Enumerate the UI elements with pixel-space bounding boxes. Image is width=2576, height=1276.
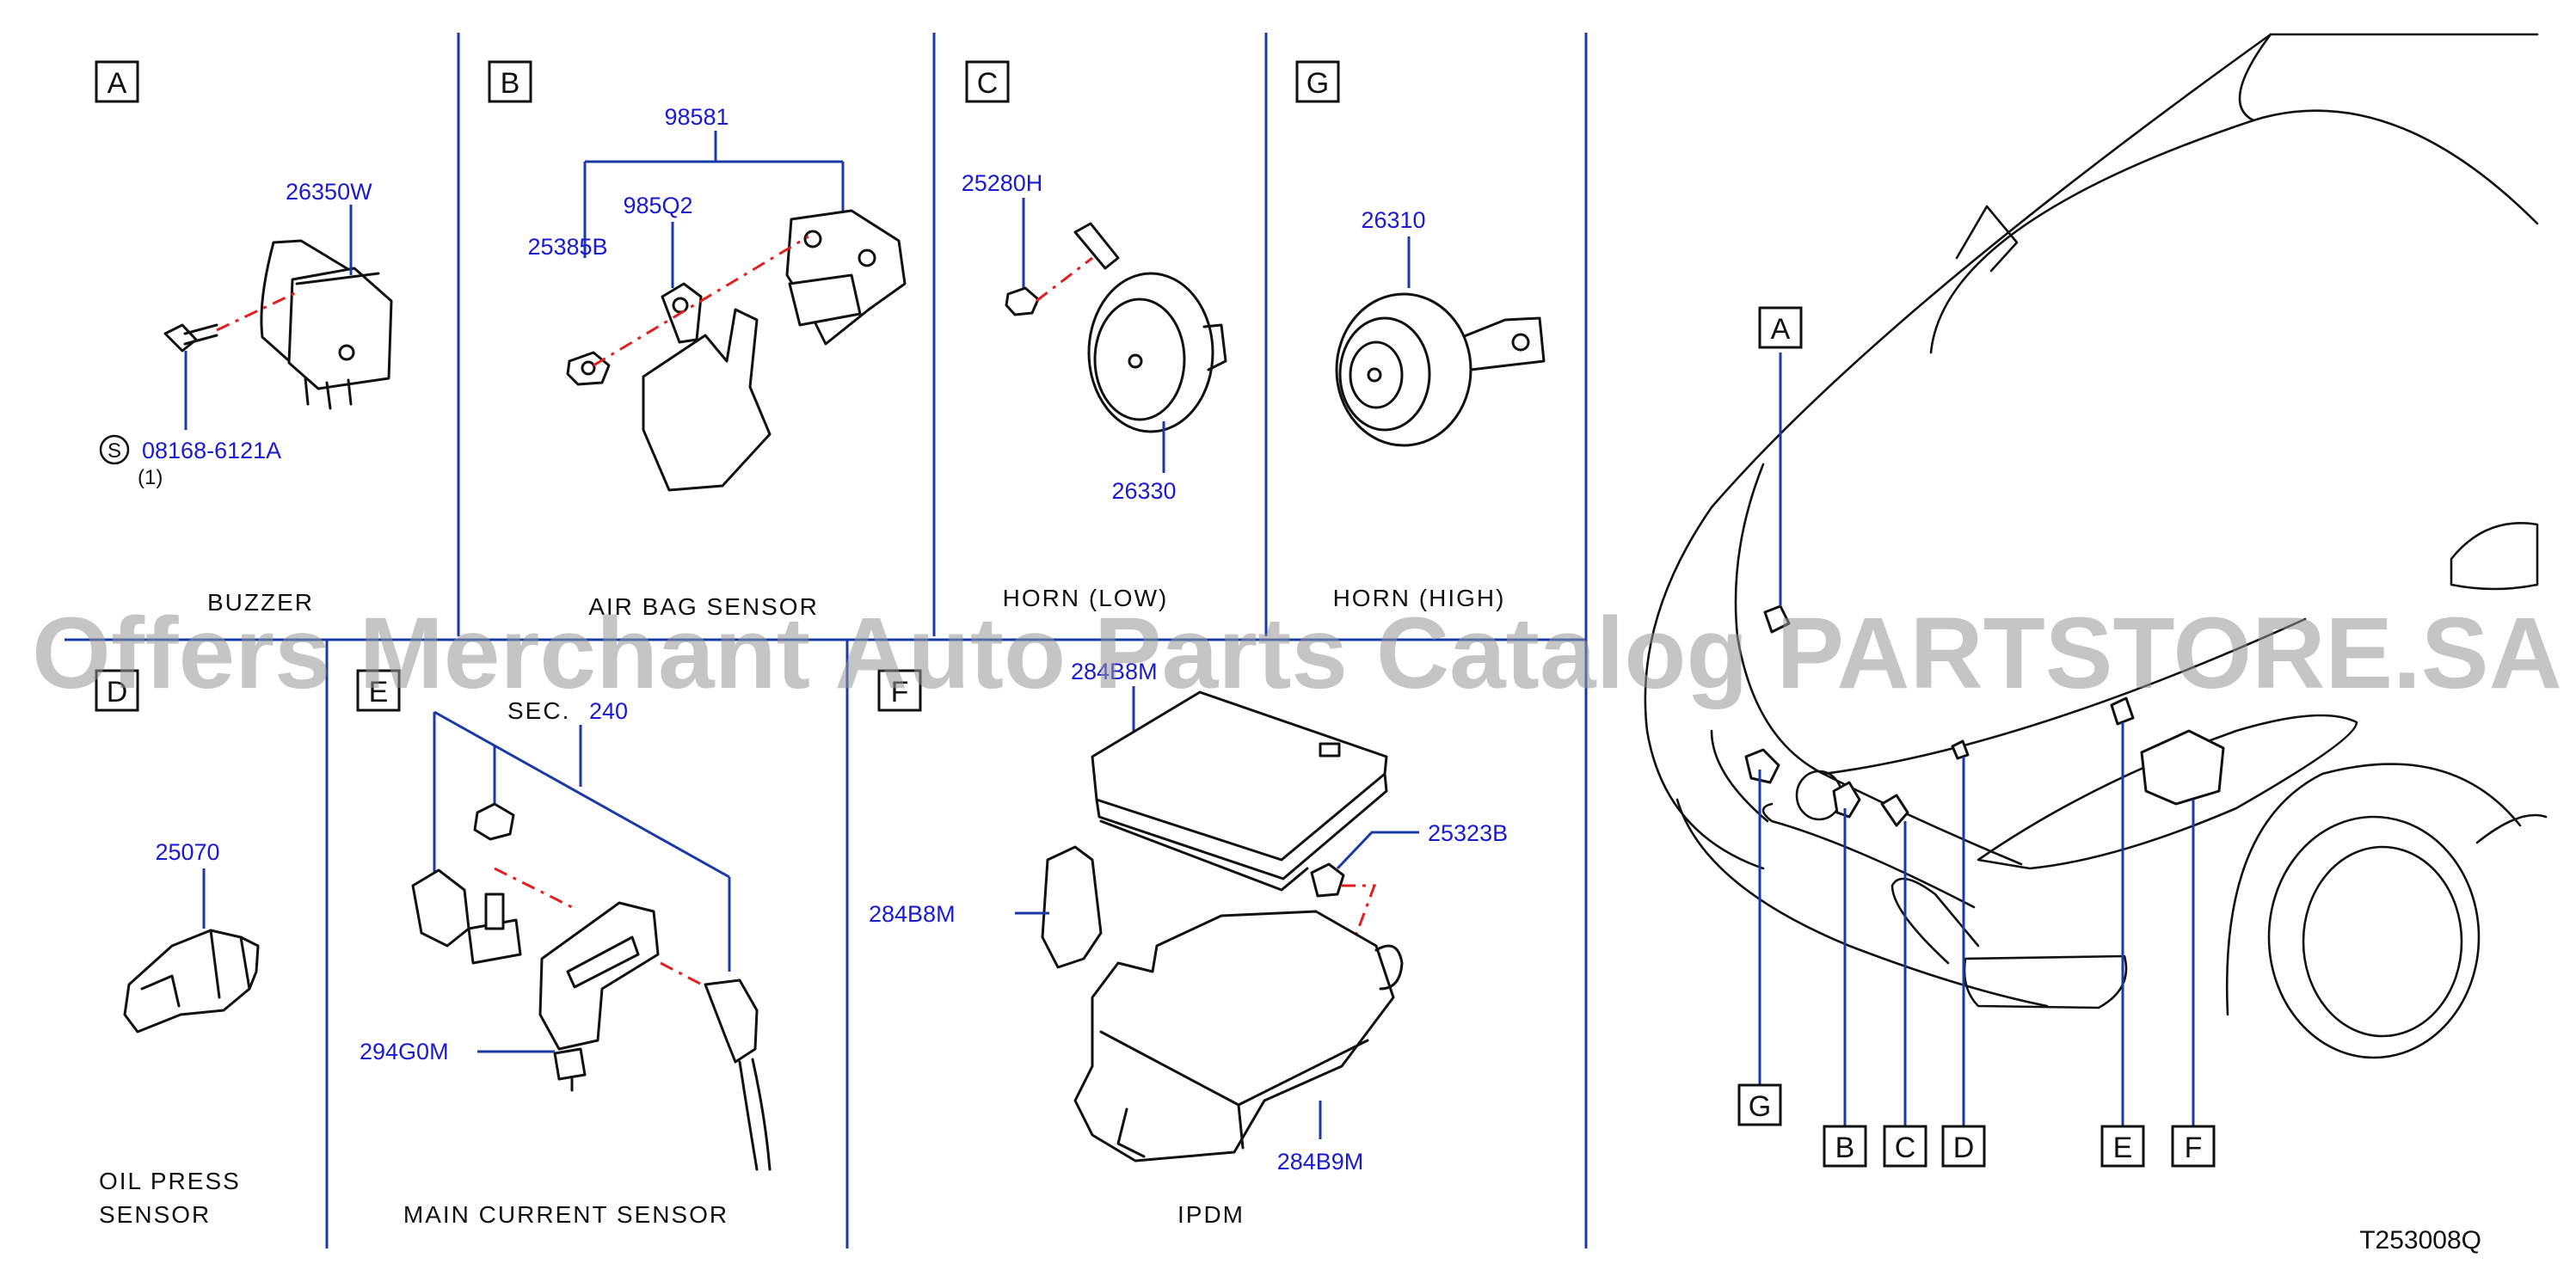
part-26330: 26330 (1111, 478, 1176, 504)
section-g-horn-high: G 26310 HORN (HIGH) (1295, 60, 1546, 611)
buzzer-bolt (163, 323, 198, 353)
ipdm-clip (1310, 862, 1345, 898)
ipdm-lower-box (1073, 910, 1395, 1163)
callout-d: D (1953, 1132, 1975, 1164)
part-qty: (1) (138, 466, 163, 489)
vehicle-headlight (1977, 714, 2358, 870)
part-26310: 26310 (1361, 207, 1425, 233)
callout-b-box (1823, 1125, 1867, 1168)
part-284b8m-side: 284B8M (869, 901, 956, 927)
section-a-box (95, 60, 139, 103)
horn-low-bracket (1073, 222, 1120, 270)
part-985q2: 985Q2 (623, 193, 692, 218)
callout-c-box (1883, 1125, 1927, 1168)
airbag-bracket (642, 308, 772, 492)
section-a-letter: A (108, 67, 127, 100)
part-08168-6121a: 08168-6121A (142, 438, 281, 463)
callout-c: C (1895, 1132, 1916, 1164)
watermark: Offers Merchant Auto Parts Catalog PARTS… (32, 597, 2562, 710)
section-b-box (488, 60, 532, 103)
section-f-letter: F (891, 676, 909, 709)
callout-g: G (1749, 1090, 1771, 1123)
part-25385b: 25385B (527, 234, 607, 260)
sec-number: 240 (589, 698, 628, 724)
vehicle-ipdm-glyph (2140, 729, 2225, 806)
section-e-letter: E (369, 676, 389, 709)
callout-a-box (1758, 306, 1803, 349)
part-294g0m: 294G0M (360, 1039, 449, 1064)
section-c-horn-low: C 25280H 26330 HORN (LOW) (962, 60, 1227, 611)
horn-low-nut (1005, 286, 1040, 316)
ipdm-side-bracket (1041, 845, 1103, 969)
callout-f: F (2185, 1132, 2203, 1164)
section-b-airbag-sensor: B 98581 985Q2 25385B AIR BAG SENSOR (488, 60, 907, 620)
current-sensor-cable-lug (704, 978, 759, 1064)
part-284b8m-top: 284B8M (1071, 659, 1158, 684)
section-e-main-current-sensor: E SEC. 240 294G0M MAIN CURRENT SENSOR (356, 669, 772, 1228)
section-d-box (95, 669, 139, 712)
vehicle-mirror (2450, 522, 2539, 591)
section-a-title: BUZZER (207, 589, 314, 616)
buzzer-body (287, 267, 393, 390)
horn-low-body (1087, 272, 1214, 433)
section-f-box (877, 669, 922, 712)
callout-f-box (2171, 1125, 2216, 1168)
section-d-title-line2: SENSOR (99, 1201, 211, 1228)
vehicle-wheel-arch (2226, 763, 2522, 1016)
part-25323b: 25323B (1428, 820, 1508, 846)
section-f-ipdm: F 284B8M 25323B 284B8M 284B9M IPDM (869, 659, 1508, 1228)
callout-e-box (2100, 1125, 2145, 1168)
section-d-letter: D (107, 676, 128, 709)
callout-g-box (1737, 1083, 1782, 1126)
horn-high-body (1335, 292, 1472, 447)
section-dividers (65, 33, 1588, 1248)
callout-d-box (1941, 1125, 1986, 1168)
part-25280h: 25280H (962, 170, 1043, 196)
part-25070: 25070 (155, 839, 219, 865)
vehicle-wheel (2267, 815, 2481, 1059)
airbag-nut (566, 351, 611, 386)
section-g-letter: G (1306, 67, 1329, 100)
current-sensor-nut (473, 802, 515, 841)
section-d-oil-press-sensor: D 25070 OIL PRESS SENSOR (95, 669, 260, 1228)
vehicle-overview: A G B C D E F (1644, 33, 2548, 1168)
vehicle-hood (1710, 33, 2539, 509)
part-26350w: 26350W (286, 179, 372, 205)
section-b-letter: B (501, 67, 520, 100)
section-g-box (1295, 60, 1340, 103)
vehicle-fog-lamp (1963, 954, 2128, 1009)
callout-e: E (2113, 1132, 2133, 1164)
section-e-title: MAIN CURRENT SENSOR (403, 1201, 729, 1228)
sec-prefix: SEC. (507, 697, 570, 724)
section-d-title-line1: OIL PRESS (99, 1168, 241, 1194)
spec-mark-circle (99, 434, 130, 465)
spec-mark: S (108, 439, 121, 463)
part-284b9m: 284B9M (1277, 1149, 1364, 1175)
section-e-box (356, 669, 401, 712)
oil-press-sensor (123, 929, 251, 1034)
part-98581: 98581 (664, 104, 729, 130)
section-c-box (965, 60, 1010, 103)
section-f-title: IPDM (1177, 1201, 1245, 1228)
section-c-title: HORN (LOW) (1003, 585, 1169, 611)
section-c-letter: C (977, 67, 999, 100)
battery-terminal (411, 868, 470, 948)
section-b-title: AIR BAG SENSOR (588, 593, 819, 620)
callout-a: A (1771, 313, 1791, 346)
section-a-buzzer: A 26350W S 08168-6121A (1) BUZZER (95, 60, 393, 616)
section-g-title: HORN (HIGH) (1333, 585, 1506, 611)
callout-b: B (1835, 1132, 1855, 1164)
diagram-code: T253008Q (2359, 1226, 2481, 1255)
